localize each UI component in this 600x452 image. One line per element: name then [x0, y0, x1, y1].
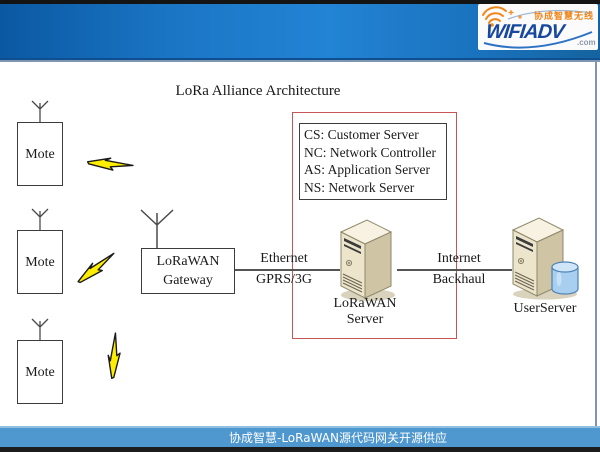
legend-item: AS: Application Server	[304, 162, 430, 177]
server-tower-icon	[511, 217, 579, 300]
gateway-server-link-line	[235, 269, 340, 271]
gateway-label-line2: Gateway	[163, 273, 213, 288]
mote-node-2: Mote	[17, 230, 63, 294]
lorawan-server-label-line2: Server	[346, 312, 384, 327]
gateway-label-line1: LoRaWAN	[156, 254, 220, 269]
legend-item: CS: Customer Server	[304, 127, 419, 142]
server-tower-icon	[339, 219, 395, 301]
bottom-edge-strip	[0, 447, 600, 452]
diagram-title: LoRa Alliance Architecture	[175, 83, 341, 99]
legend-item: NS: Network Server	[304, 179, 415, 195]
antenna-icon	[31, 318, 49, 340]
antenna-icon	[31, 100, 49, 122]
brand-logo: 协成智慧无线 WIFIADV .com	[478, 4, 598, 50]
lightning-icon	[107, 332, 121, 380]
content-frame-right-line	[595, 60, 597, 428]
server-userserver-link-line	[397, 269, 512, 271]
mote-label: Mote	[25, 254, 55, 270]
internet-link-label-bottom: Backhaul	[432, 272, 486, 287]
lorawan-server-label: LoRaWAN Server	[323, 296, 407, 328]
logo-tagline: 协成智慧无线	[533, 11, 594, 21]
mote-label: Mote	[25, 364, 55, 380]
content-frame-top-line	[0, 60, 600, 62]
lightning-icon	[77, 252, 115, 284]
ethernet-link-label-bottom: GPRS/3G	[255, 272, 313, 287]
antenna-icon	[31, 208, 49, 230]
footer-caption: 协成智慧-LoRaWAN源代码网关开源供应	[229, 431, 447, 445]
footer-bar: 协成智慧-LoRaWAN源代码网关开源供应	[0, 426, 600, 447]
legend-item: NC: Network Controller	[304, 144, 436, 160]
mote-label: Mote	[25, 146, 55, 162]
wifi-icon	[482, 6, 593, 49]
legend-box: CS: Customer Server NC: Network Controll…	[299, 123, 447, 200]
logo-brand-text: WIFIADV	[484, 21, 565, 43]
ethernet-link-label-top: Ethernet	[260, 251, 308, 266]
user-server-label: UserServer	[513, 301, 577, 316]
gateway-node: LoRaWAN Gateway	[141, 248, 235, 294]
logo-brand-suffix: .com	[577, 38, 596, 47]
database-icon	[551, 261, 579, 295]
lightning-icon	[86, 157, 134, 171]
lorawan-server-label-line1: LoRaWAN	[333, 296, 397, 311]
mote-node-3: Mote	[17, 340, 63, 404]
highlight-rectangle	[292, 112, 457, 339]
top-edge-strip	[0, 0, 600, 4]
internet-link-label-top: Internet	[437, 251, 481, 266]
mote-node-1: Mote	[17, 122, 63, 186]
antenna-icon	[140, 209, 174, 248]
